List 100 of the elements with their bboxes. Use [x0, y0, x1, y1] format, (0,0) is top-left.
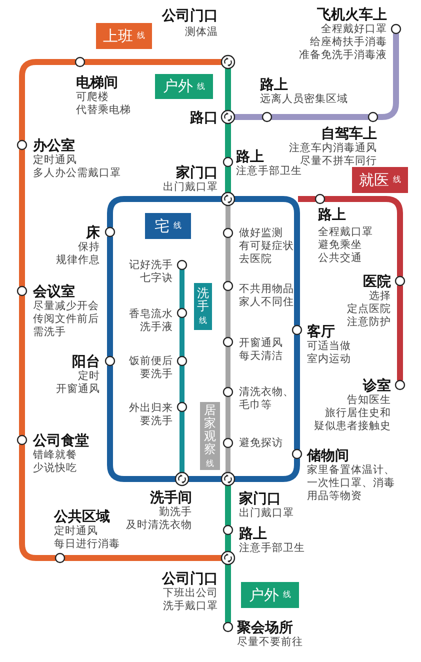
station-name: 办公室: [33, 137, 75, 153]
station-note: 家里备置体温计、一次性口罩、消毒用品等物资: [307, 464, 395, 503]
track-line: [19, 59, 76, 140]
line-suffix: 线: [199, 316, 207, 326]
track-line: [324, 196, 403, 276]
station-name: 聚会场所: [237, 619, 293, 635]
track-line: [226, 206, 230, 228]
line-name: 宅: [154, 218, 170, 234]
track-line: [226, 346, 230, 388]
track-line: [226, 290, 230, 338]
station-note: 定时通风多人办公需戴口罩: [33, 154, 121, 180]
line-badge: [145, 213, 191, 239]
station-note: 定时通风每日进行消毒: [54, 525, 120, 551]
station-note: 开窗通风每天清洁: [239, 337, 283, 363]
track-line: [225, 486, 231, 526]
station-name: 床: [86, 224, 100, 240]
station-note: 可适当做室内运动: [307, 340, 351, 366]
track-line: [225, 564, 231, 622]
station-note: 饭前便后要洗手: [129, 355, 173, 381]
track-line: [272, 114, 368, 120]
station-name: 客厅: [307, 323, 335, 339]
line-name: 居家观察: [204, 404, 216, 456]
line-name: 户外: [163, 78, 193, 95]
track-line: [188, 476, 222, 482]
track-line: [234, 114, 262, 120]
station-note: 尽量不要前往: [237, 636, 303, 649]
line-badge: [96, 23, 152, 49]
track-line: [84, 59, 222, 65]
station-name: 公司食堂: [33, 432, 89, 448]
station-name: 家门口: [239, 490, 281, 506]
track-line: [180, 270, 184, 308]
station-name: 储物间: [307, 447, 349, 463]
line-badge: [200, 402, 220, 470]
track-line: [225, 124, 231, 158]
station-note: 注意车内消毒通风尽量不拼车同行: [289, 142, 377, 167]
line-suffix: 线: [283, 590, 291, 600]
station-note: 定时开窗通风: [56, 370, 100, 396]
track-line: [294, 334, 300, 450]
station-note: 告知医生旅行居住史和疑似患者接触史: [314, 394, 391, 433]
track-line: [298, 196, 316, 202]
station-note: 保持规律作息: [56, 241, 100, 267]
station-note: 全程戴好口罩给座椅扶手消毒准备免洗手消毒液: [299, 23, 387, 62]
station-note: 尽量减少开会传阅文件前后需洗手: [33, 300, 99, 339]
line-suffix: 线: [137, 31, 145, 41]
line-suffix: 线: [197, 82, 205, 92]
station-note: 全程戴口罩避免乘坐公共交通: [318, 226, 373, 265]
station-note: 出门戴口罩: [163, 181, 218, 194]
station-note: 不共用物品家人不同住: [239, 283, 294, 309]
station-name: 诊室: [363, 377, 391, 393]
station-name: 路口: [190, 109, 218, 125]
track-line: [107, 366, 176, 482]
track-line: [225, 534, 231, 552]
station-name: 洗手间: [150, 489, 192, 505]
line-suffix: 线: [206, 458, 214, 468]
station-name: 阳台: [72, 353, 100, 369]
station-name: 电梯间: [76, 74, 118, 90]
station-note: 避免探访: [239, 437, 283, 450]
station-note: 外出归来要洗手: [129, 402, 173, 428]
station-name: 路上: [239, 525, 267, 541]
line-name: 洗手: [197, 287, 209, 313]
track-line: [378, 34, 399, 120]
station-name: 医院: [363, 273, 391, 289]
station-note: 清洗衣物、毛巾等: [239, 386, 294, 412]
track-line: [226, 448, 230, 472]
station-note: 测体温: [185, 26, 218, 39]
station-name: 飞机火车上: [317, 6, 387, 22]
station-note: 选择定点医院注意防护: [347, 290, 391, 329]
track-line: [397, 286, 403, 380]
station-note: 勤洗手及时清洗衣物: [126, 506, 192, 532]
station-note: 注意手部卫生: [239, 542, 305, 555]
track-line: [225, 166, 231, 192]
station-name: 家门口: [176, 164, 218, 180]
station-name: 路上: [260, 76, 288, 92]
line-suffix: 线: [393, 175, 401, 185]
station-note: 可爬楼代替乘电梯: [76, 91, 131, 117]
track-line: [107, 236, 113, 356]
station-note: 做好监测有可疑症状去医院: [239, 227, 294, 266]
station-note: 远离人员密集区域: [260, 93, 348, 106]
line-badge: [241, 582, 299, 608]
track-line: [180, 412, 184, 472]
station-note: 出门戴口罩: [239, 507, 294, 520]
line-suffix: 线: [174, 221, 182, 231]
track-line: [226, 396, 230, 438]
line-badge: [155, 74, 213, 99]
track-line: [225, 68, 231, 110]
station-name: 路上: [236, 148, 264, 164]
station-name: 自驾车上: [321, 125, 377, 141]
station-name: 公司门口: [162, 7, 218, 23]
station-note: 错峰就餐少说快吃: [33, 449, 77, 475]
track-line: [234, 196, 300, 326]
track-line: [226, 238, 230, 282]
station-note: 记好洗手七字诀: [129, 259, 173, 285]
track-line: [19, 296, 25, 436]
station-name: 路上: [318, 206, 346, 222]
track-line: [180, 366, 184, 402]
line-name: 就医: [359, 172, 389, 188]
track-line: [19, 444, 56, 561]
station-note: 注意手部卫生: [236, 165, 302, 178]
station-note: 香皂流水洗手液: [129, 308, 173, 334]
station-name: 公司门口: [162, 570, 218, 586]
